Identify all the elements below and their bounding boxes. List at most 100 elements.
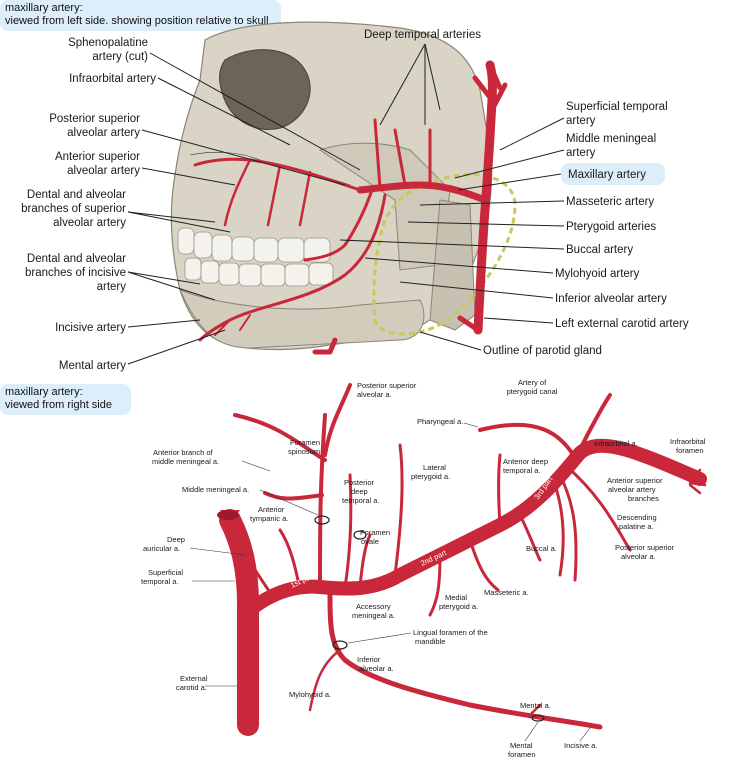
skull-right-labels: Deep temporal arteries Superficial tempo… — [339, 29, 689, 357]
label-mental-foramen-1: Mental — [510, 741, 533, 750]
deep-temporal-arteries — [373, 118, 432, 190]
orbit — [219, 49, 311, 130]
label-infraorbital-foramen-2: foramen — [676, 446, 704, 455]
label-dental-superior-2: branches of superior — [21, 203, 126, 215]
anterior-tympanic-artery — [278, 528, 302, 592]
label-post-sup-alveolar-right-1: Posterior superior — [615, 543, 675, 552]
buccal-artery-right — [518, 513, 542, 562]
label-lingual-foramen-1: Lingual foramen of the — [413, 628, 488, 637]
posterior-superior-alveolar-right — [563, 463, 632, 552]
superior-alveolar-branches — [223, 158, 312, 227]
label-dental-superior-3: alveolar artery — [53, 217, 126, 229]
superficial-temporal-cut — [217, 510, 239, 520]
lower-teeth — [184, 257, 334, 287]
skull-left-labels: Sphenopalatine artery (cut) Infraorbital… — [21, 37, 361, 372]
label-buccal: Buccal artery — [566, 244, 633, 256]
label-pterygoid-canal-2: pterygoid canal — [507, 387, 558, 396]
label-superficial-temporal-1: Superficial temporal — [566, 101, 668, 113]
label-inferior-alveolar-right-1: Inferior — [357, 655, 381, 664]
label-incisive: Incisive artery — [55, 322, 126, 334]
label-mental-foramen-2: foramen — [508, 750, 536, 759]
posterior-deep-temporal-artery — [343, 473, 353, 589]
label-foramen-spinosum-2: spinosum — [288, 447, 320, 456]
label-sphenopalatine-2: artery (cut) — [92, 51, 148, 63]
label-middle-meningeal-2: artery — [566, 147, 596, 159]
label-pharyngeal: Pharyngeal a. — [417, 417, 463, 426]
label-dental-superior-1: Dental and alveolar — [27, 189, 126, 201]
maxillary-highlight — [561, 163, 665, 185]
label-deep-auricular-2: auricular a. — [143, 544, 180, 553]
label-pterygoid-canal-1: Artery of — [518, 378, 547, 387]
lateral-pterygoid-artery — [393, 443, 404, 577]
label-post-sup-alveolar-2: alveolar a. — [357, 390, 392, 399]
caption-line: maxillary artery: — [5, 2, 83, 14]
skull-illustration — [170, 21, 493, 351]
label-mental-right: Mental a. — [520, 701, 551, 710]
label-deep-temporal: Deep temporal arteries — [364, 29, 481, 41]
label-dental-incisive-2: branches of incisive — [25, 267, 126, 279]
label-anterior-tympanic-2: tympanic a. — [250, 514, 288, 523]
medial-pterygoid-artery — [428, 553, 442, 617]
buccal-artery — [303, 188, 374, 262]
label-parotid-outline: Outline of parotid gland — [483, 345, 602, 357]
foramen-ovale-ring — [353, 530, 367, 540]
label-posterior-superior-alveolar-2: alveolar artery — [67, 127, 140, 139]
label-ant-sup-alveolar-1: Anterior superior — [607, 476, 663, 485]
label-maxillary: Maxillary artery — [568, 169, 646, 181]
label-middle-meningeal-1: Middle meningeal — [566, 133, 656, 145]
pharyngeal-artery — [478, 422, 577, 459]
superficial-temporal-branches — [472, 62, 508, 113]
label-ant-branch-mm-1: Anterior branch of — [153, 448, 214, 457]
label-inferior-alveolar-right-2: alveolar a. — [359, 664, 394, 673]
zygomatic-arch — [318, 142, 451, 271]
skull-diagram: Sphenopalatine artery (cut) Infraorbital… — [21, 21, 689, 372]
caption-skull-view: maxillary artery: viewed from left side.… — [0, 0, 281, 31]
mental-artery-right — [528, 703, 542, 717]
label-lateral-pterygoid-1: Lateral — [423, 463, 446, 472]
carotid-branches — [312, 315, 481, 355]
label-anterior-superior-alveolar-1: Anterior superior — [55, 151, 140, 163]
mandible — [179, 289, 425, 349]
label-anterior-superior-alveolar-2: alveolar artery — [67, 165, 140, 177]
parotid-gland-outline — [372, 173, 517, 336]
accessory-meningeal-artery — [358, 533, 372, 589]
label-anterior-tympanic-1: Anterior — [258, 505, 285, 514]
label-left-external-carotid: Left external carotid artery — [555, 318, 689, 330]
label-accessory-meningeal-1: Accessory — [356, 602, 391, 611]
label-external-carotid-2: carotid a. — [176, 683, 207, 692]
label-ant-sup-alveolar-2: alveolar artery — [608, 485, 656, 494]
label-medial-pterygoid-1: Medial — [445, 593, 467, 602]
label-incisive-right: Incisive a. — [564, 741, 597, 750]
label-ant-branch-mm-2: middle meningeal a. — [152, 457, 219, 466]
label-descending-palatine-2: palatine a. — [619, 522, 654, 531]
label-infraorbital-foramen-1: Infraorbital — [670, 437, 706, 446]
external-carotid-trunk — [219, 509, 259, 736]
label-infraorbital-right: Infraorbital a. — [594, 439, 638, 448]
upper-teeth — [177, 227, 331, 263]
artery-tree-diagram: 1st part 2nd part 3rd part Posterior sup… — [141, 378, 707, 759]
lingual-foramen-ring — [332, 640, 348, 650]
label-lateral-pterygoid-2: pterygoid a. — [411, 472, 450, 481]
label-superficial-temporal-right-2: temporal a. — [141, 577, 179, 586]
label-pterygoid: Pterygoid arteries — [566, 221, 656, 233]
label-foramen-ovale-1: Foramen — [360, 528, 390, 537]
label-dental-incisive-3: artery — [97, 281, 127, 293]
label-post-sup-alveolar-right-2: alveolar a. — [621, 552, 656, 561]
label-mylohyoid-right: Mylohyoid a. — [289, 690, 331, 699]
caption-line: viewed from left side. showing position … — [5, 15, 269, 27]
mental-foramen-ring — [531, 714, 545, 722]
label-post-deep-temporal-2: deep — [351, 487, 368, 496]
middle-meningeal-branches — [233, 383, 352, 587]
mylohyoid-artery — [308, 648, 342, 712]
foramen-spinosum-ring — [314, 515, 330, 525]
label-deep-auricular-1: Deep — [167, 535, 185, 544]
caption-line: maxillary artery: — [5, 386, 83, 398]
label-middle-meningeal-right: Middle meningeal a. — [182, 485, 249, 494]
label-ant-deep-temporal-1: Anterior deep — [503, 457, 548, 466]
label-lingual-foramen-2: mandible — [415, 637, 445, 646]
caption-line: viewed from right side — [5, 399, 112, 411]
label-post-deep-temporal-3: temporal a. — [342, 496, 380, 505]
label-infraorbital: Infraorbital artery — [69, 73, 156, 85]
artery-tree-labels: Posterior superior alveolar a. Artery of… — [141, 378, 706, 759]
artery-of-pterygoid-canal — [576, 393, 612, 455]
